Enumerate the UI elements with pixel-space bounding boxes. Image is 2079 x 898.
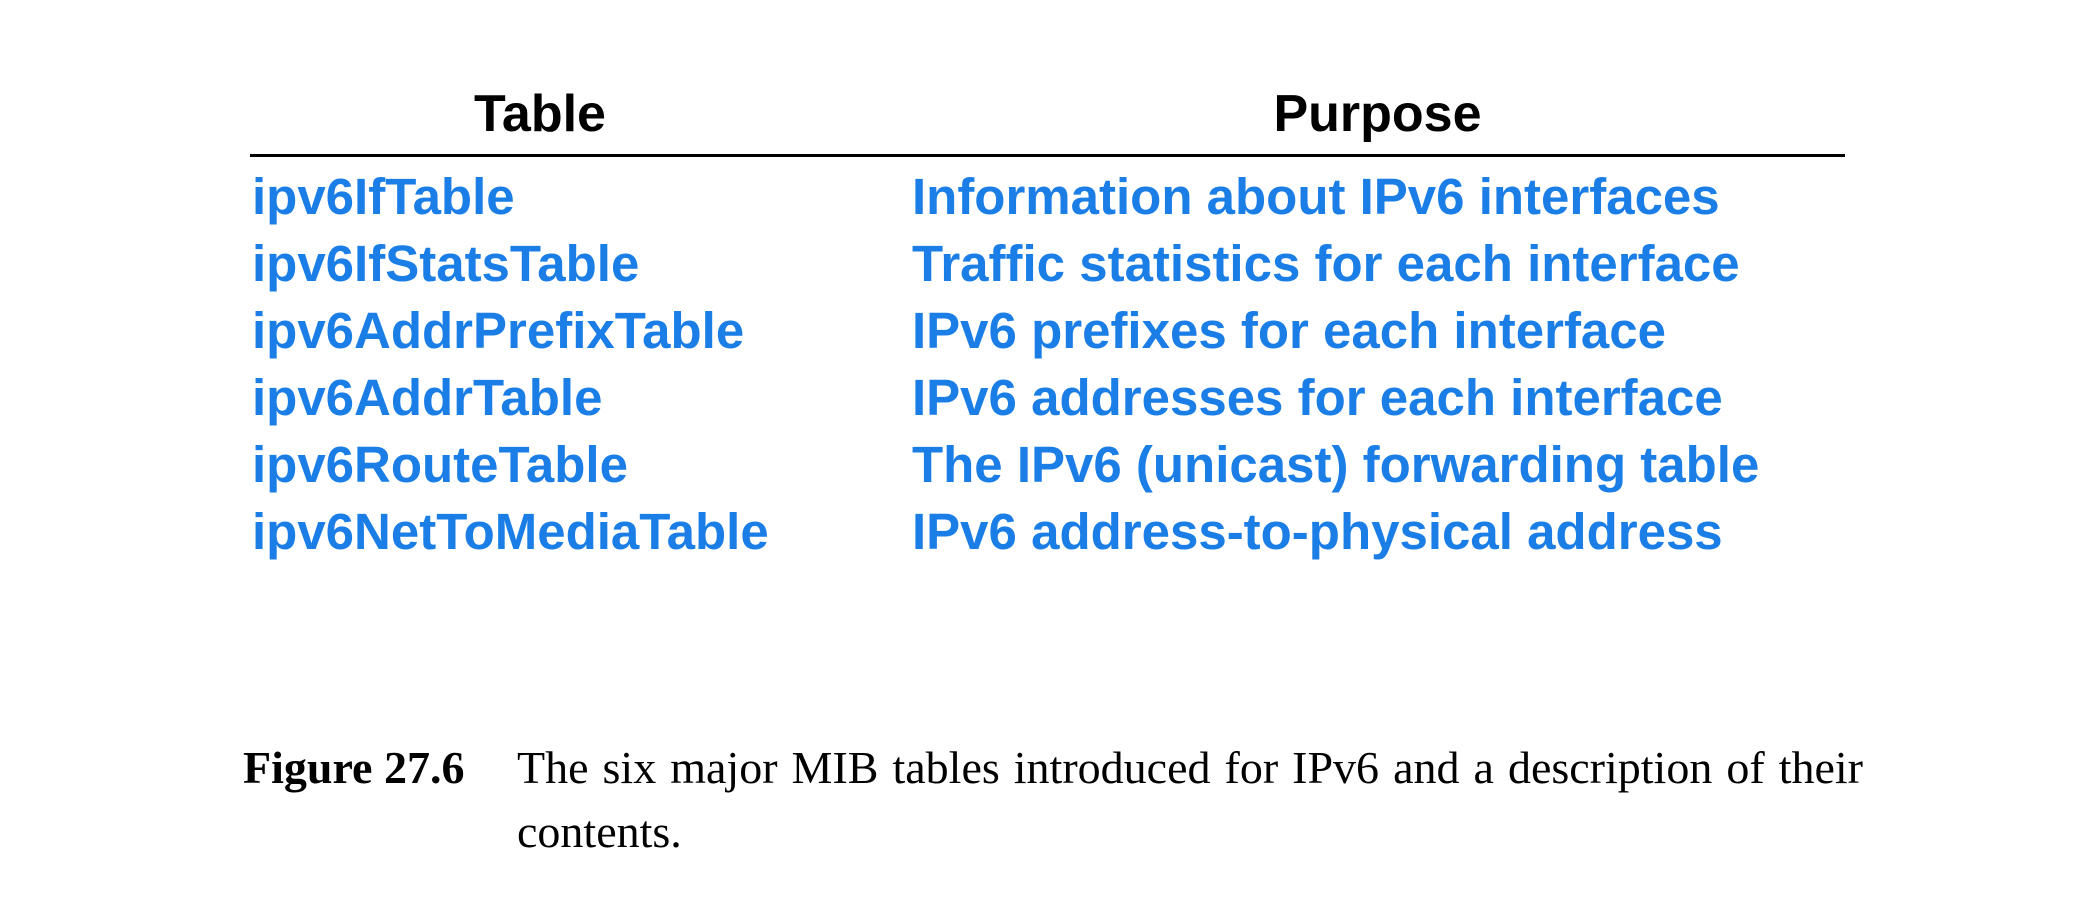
table-name-cell: ipv6IfStatsTable — [252, 235, 640, 292]
table-name-cell: ipv6RouteTable — [252, 436, 628, 493]
table-row: ipv6AddrPrefixTable IPv6 prefixes for ea… — [250, 305, 1845, 372]
figure-caption: Figure 27.6 The six major MIB tables int… — [243, 736, 1863, 864]
table-name-cell: ipv6NetToMediaTable — [252, 503, 769, 560]
figure-label: Figure 27.6 — [243, 742, 465, 793]
purpose-cell: IPv6 address-to-physical address — [912, 503, 1723, 560]
table-name-cell: ipv6IfTable — [252, 168, 515, 225]
table-body: ipv6IfTable Information about IPv6 inter… — [250, 157, 1845, 573]
column-header-table: Table — [474, 85, 606, 143]
mib-table: Table Purpose ipv6IfTable Information ab… — [250, 82, 1845, 573]
table-header-row: Table Purpose — [250, 82, 1845, 157]
table-row: ipv6AddrTable IPv6 addresses for each in… — [250, 372, 1845, 439]
purpose-cell: The IPv6 (unicast) forwarding table — [912, 436, 1760, 493]
purpose-cell: Information about IPv6 interfaces — [912, 168, 1720, 225]
purpose-cell: Traffic statistics for each interface — [912, 235, 1740, 292]
table-row: ipv6IfTable Information about IPv6 inter… — [250, 171, 1845, 238]
table-name-cell: ipv6AddrPrefixTable — [252, 302, 745, 359]
table-row: ipv6IfStatsTable Traffic statistics for … — [250, 238, 1845, 305]
purpose-cell: IPv6 addresses for each interface — [912, 369, 1723, 426]
column-header-purpose: Purpose — [1273, 85, 1482, 143]
purpose-cell: IPv6 prefixes for each interface — [912, 302, 1667, 359]
table-name-cell: ipv6AddrTable — [252, 369, 603, 426]
table-row: ipv6NetToMediaTable IPv6 address-to-phys… — [250, 506, 1845, 573]
caption-text: The six major MIB tables introduced for … — [517, 742, 1863, 857]
table-row: ipv6RouteTable The IPv6 (unicast) forwar… — [250, 439, 1845, 506]
